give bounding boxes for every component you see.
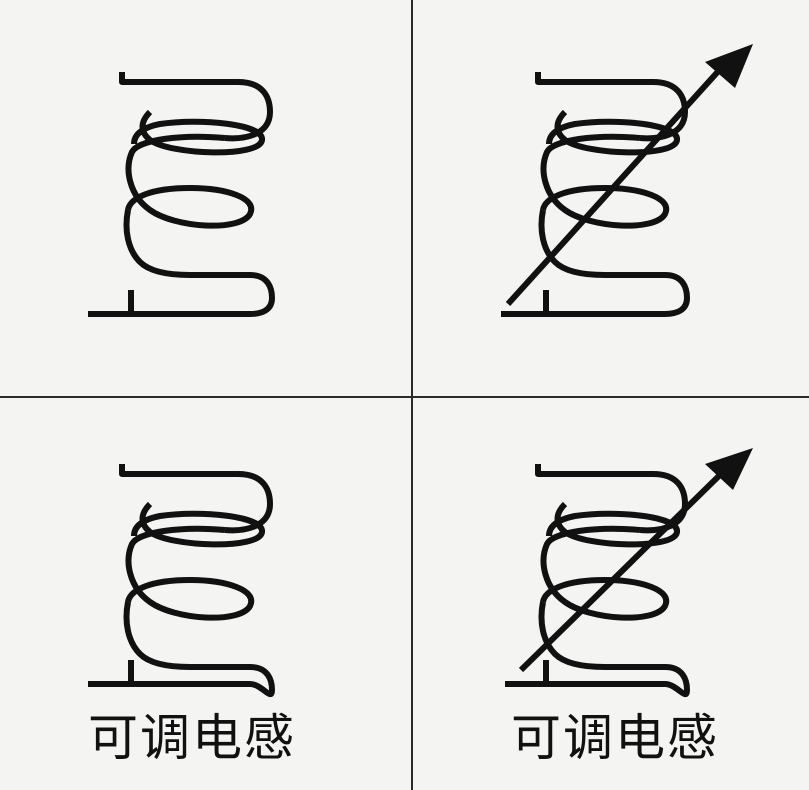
panel-bottom-right: 可调电感	[413, 398, 809, 790]
caption-label: 可调电感	[511, 709, 719, 767]
coil-loop-1	[540, 133, 670, 229]
coil-loop-1	[125, 133, 255, 229]
coil-loop-1	[125, 525, 255, 621]
coil-loop-3	[123, 209, 275, 317]
coil-loop-1	[540, 525, 670, 621]
arrow-shaft	[505, 63, 726, 307]
horizontal-divider	[0, 396, 809, 398]
arrow-head	[705, 44, 753, 88]
coil-loop-2	[546, 109, 680, 156]
coil-lead-top	[119, 72, 273, 142]
coil-loop-2	[131, 501, 265, 548]
adjustable-inductor-symbol	[505, 448, 753, 698]
panel-top-right	[413, 0, 809, 396]
arrow-head	[705, 448, 753, 490]
coil-loop-3	[123, 601, 275, 698]
panel-bottom-left: 可调电感	[0, 398, 411, 790]
coil-loop-2	[546, 501, 680, 548]
caption-label: 可调电感	[88, 709, 296, 767]
coil-lead-top	[119, 464, 273, 534]
arrow-shaft	[518, 467, 728, 673]
inductor-symbol	[88, 464, 275, 698]
adjustable-inductor-symbol	[501, 44, 753, 317]
panel-top-left	[0, 0, 411, 396]
coil-loop-3	[538, 209, 690, 317]
vertical-divider	[411, 0, 413, 790]
inductor-symbol	[88, 72, 275, 317]
coil-loop-2	[131, 109, 265, 156]
